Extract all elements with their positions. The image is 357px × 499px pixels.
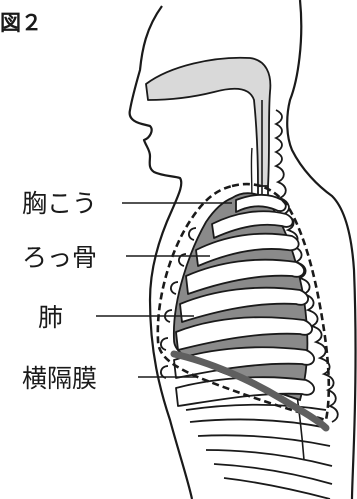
label-ribs: ろっ骨	[22, 243, 97, 272]
label-diaphragm: 横隔膜	[22, 364, 97, 393]
label-lungs: 肺	[38, 303, 63, 332]
figure-title: 図２	[0, 11, 42, 35]
label-thoracic-cavity: 胸こう	[22, 189, 97, 218]
